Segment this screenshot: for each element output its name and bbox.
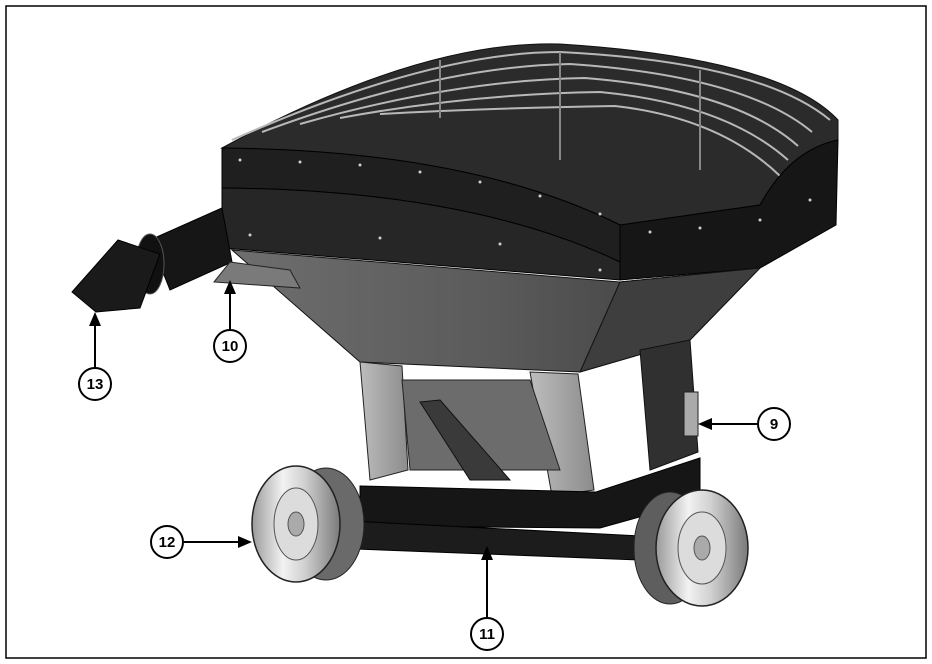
- box-side-panel: [619, 139, 839, 281]
- callout-12: 12: [150, 525, 184, 559]
- callout-10: 10: [213, 329, 247, 363]
- callout-10-label: 10: [222, 338, 239, 355]
- wheel-left: [251, 465, 365, 583]
- callout-11-label: 11: [479, 626, 495, 643]
- callout-9-arrow: [698, 418, 758, 430]
- grain-cart-illustration: [71, 43, 839, 607]
- callout-12-arrow: [184, 536, 252, 548]
- wheel-right: [633, 489, 749, 607]
- auger-spout: [71, 239, 161, 313]
- callout-9: 9: [757, 407, 791, 441]
- callout-13-label: 13: [87, 376, 104, 393]
- callout-9-label: 9: [770, 416, 778, 433]
- auger: [71, 207, 301, 313]
- callout-13: 13: [78, 367, 112, 401]
- tarp-bows: [231, 50, 831, 177]
- callout-12-label: 12: [159, 534, 176, 551]
- callout-arrows: [89, 280, 758, 618]
- callout-10-arrow: [224, 280, 236, 330]
- callout-13-arrow: [89, 312, 101, 368]
- callout-11: 11: [470, 617, 504, 651]
- callout-11-arrow: [481, 546, 493, 618]
- frame-leg-right: [639, 339, 699, 471]
- frame-leg-left: [359, 361, 409, 481]
